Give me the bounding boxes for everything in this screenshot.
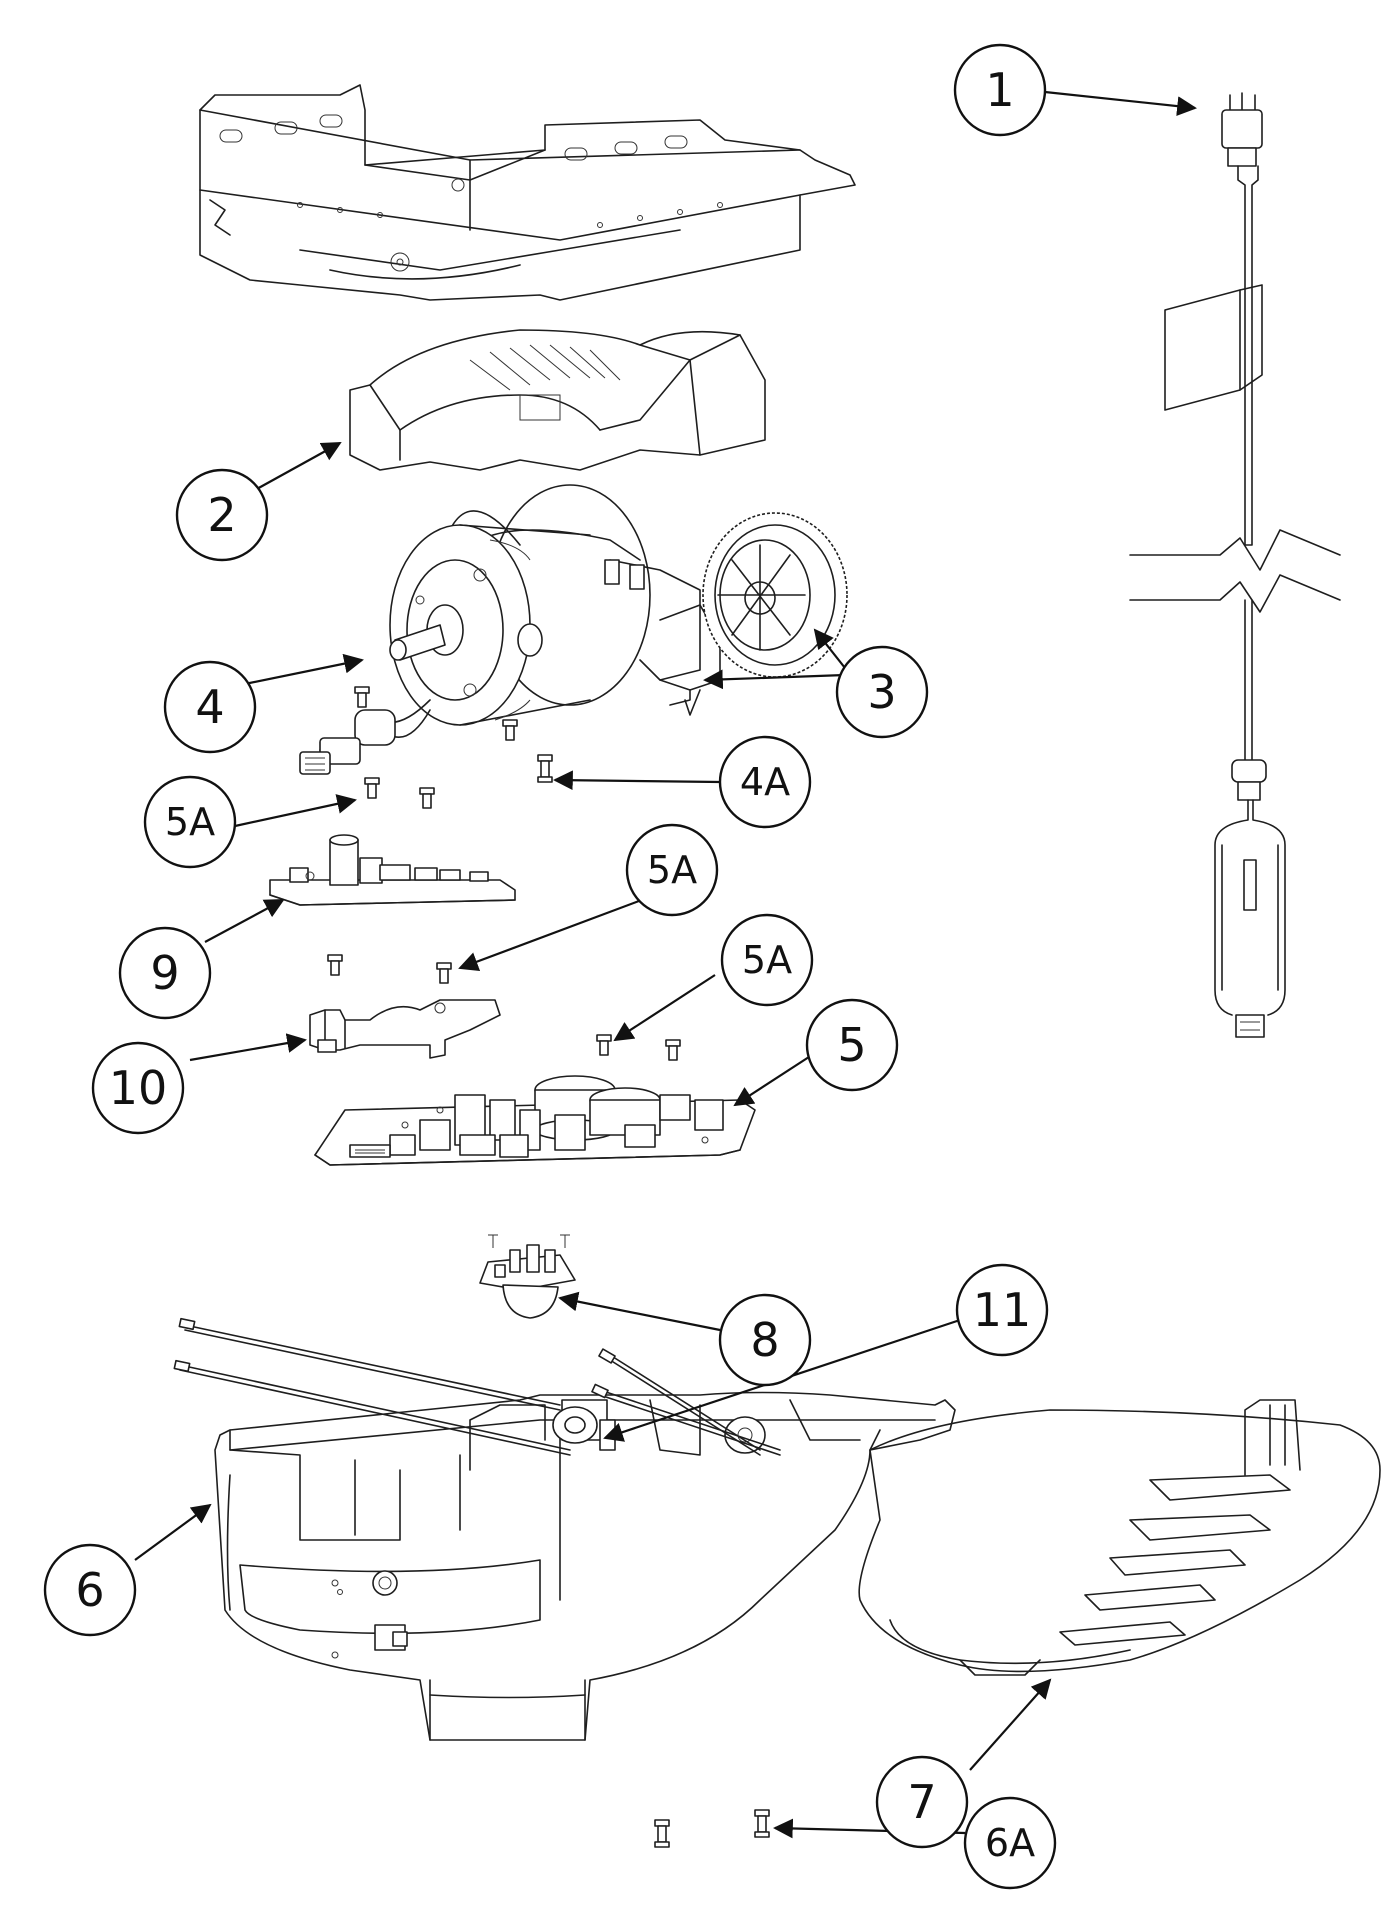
callout-5-label: 5 (837, 1018, 866, 1072)
logic-board (269, 834, 516, 906)
callout-5a-upper: 5A (143, 775, 237, 869)
light-lens (858, 1399, 1381, 1676)
callout-1-label: 1 (985, 63, 1014, 117)
callout-5a-middle-label: 5A (647, 848, 697, 892)
motor-screw (354, 686, 370, 708)
callout-10: 10 (91, 1041, 185, 1135)
callout-8-label: 8 (750, 1313, 779, 1367)
callout-5a-lower-label: 5A (742, 938, 792, 982)
drive-gear (659, 512, 848, 716)
control-board (314, 1075, 756, 1166)
mounting-bracket (199, 84, 856, 301)
callout-4a: 4A (718, 735, 812, 829)
motor-screw (502, 719, 518, 741)
callout-7-label: 7 (907, 1775, 936, 1829)
callout-5a-middle: 5A (625, 823, 719, 917)
motor-assembly (299, 484, 701, 775)
callout-3: 3 (835, 645, 929, 739)
callout-5: 5 (805, 998, 899, 1092)
callout-4: 4 (163, 660, 257, 754)
callout-10-label: 10 (109, 1061, 168, 1115)
callout-1: 1 (953, 43, 1047, 137)
callout-9-label: 9 (150, 946, 179, 1000)
callout-8: 8 (718, 1293, 812, 1387)
callout-6a: 6A (963, 1796, 1057, 1890)
power-cord (1129, 92, 1341, 1038)
control-board-screws (596, 1034, 681, 1061)
light-socket (479, 1234, 576, 1319)
opener-housing (214, 1391, 956, 1741)
callout-11-label: 11 (973, 1283, 1032, 1337)
callout-7: 7 (875, 1755, 969, 1849)
callout-2-label: 2 (207, 488, 236, 542)
callout-5a-upper-label: 5A (165, 800, 215, 844)
callout-6-label: 6 (75, 1563, 104, 1617)
callout-5a-lower: 5A (720, 913, 814, 1007)
board-screws (327, 954, 452, 984)
callout-6a-label: 6A (985, 1821, 1035, 1865)
motor-mount-screws (364, 754, 553, 809)
housing-wires (173, 1317, 781, 1456)
motor-cover (349, 329, 766, 471)
callout-11: 11 (955, 1263, 1049, 1357)
housing-screws (654, 1809, 770, 1848)
callout-4a-label: 4A (740, 760, 790, 804)
callout-6: 6 (43, 1543, 137, 1637)
callout-3-label: 3 (867, 665, 896, 719)
callout-2: 2 (175, 468, 269, 562)
callout-9: 9 (118, 926, 212, 1020)
callout-4-label: 4 (195, 680, 224, 734)
board-bracket (309, 999, 501, 1059)
